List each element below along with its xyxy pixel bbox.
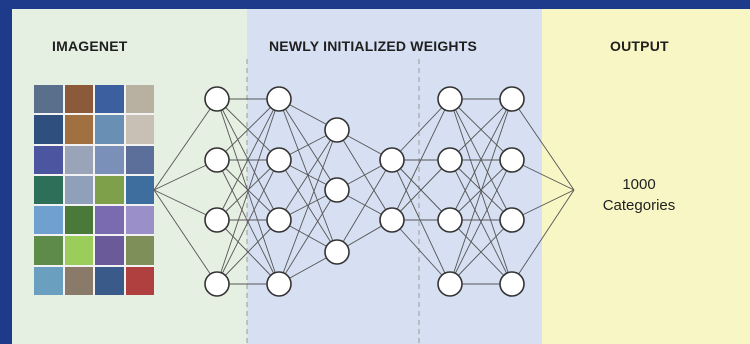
imagenet-thumbnail bbox=[95, 206, 124, 235]
network-edge bbox=[336, 159, 393, 253]
imagenet-thumbnail bbox=[125, 236, 154, 265]
neural-network-graph bbox=[153, 59, 575, 344]
network-node bbox=[499, 147, 525, 173]
imagenet-thumbnail bbox=[64, 85, 93, 114]
imagenet-thumbnail bbox=[64, 206, 93, 235]
imagenet-thumbnail bbox=[95, 175, 124, 205]
network-node bbox=[437, 207, 463, 233]
network-node bbox=[266, 271, 292, 297]
imagenet-thumbnail bbox=[95, 115, 124, 144]
imagenet-thumbnail bbox=[64, 175, 93, 205]
imagenet-thumbnail bbox=[125, 145, 154, 174]
imagenet-thumbnail-grid bbox=[34, 85, 154, 295]
output-edge bbox=[511, 98, 575, 191]
network-edge bbox=[391, 98, 451, 221]
network-edge bbox=[449, 159, 513, 285]
imagenet-thumbnail bbox=[64, 236, 93, 265]
input-edge bbox=[153, 98, 218, 191]
imagenet-thumbnail bbox=[34, 175, 63, 205]
network-edge bbox=[278, 189, 338, 285]
imagenet-thumbnail bbox=[34, 206, 63, 235]
output-categories-text: Categories bbox=[602, 197, 676, 214]
network-edge bbox=[391, 159, 451, 285]
network-edge bbox=[216, 98, 280, 221]
new-weights-title: NEWLY INITIALIZED WEIGHTS bbox=[269, 38, 478, 54]
network-edge bbox=[216, 159, 280, 285]
new-weights-section bbox=[247, 9, 542, 344]
network-node bbox=[266, 147, 292, 173]
imagenet-thumbnail bbox=[34, 85, 63, 114]
network-edge bbox=[391, 159, 451, 221]
imagenet-thumbnail bbox=[125, 115, 154, 144]
network-edge bbox=[216, 98, 280, 285]
network-edge bbox=[449, 98, 513, 161]
imagenet-thumbnail bbox=[95, 145, 124, 174]
imagenet-thumbnail bbox=[125, 175, 154, 205]
network-edge bbox=[216, 219, 280, 285]
imagenet-thumbnail bbox=[34, 145, 63, 174]
network-node bbox=[499, 271, 525, 297]
imagenet-thumbnail bbox=[64, 266, 93, 295]
network-edge bbox=[278, 129, 338, 285]
network-node bbox=[204, 147, 230, 173]
imagenet-thumbnail bbox=[125, 266, 154, 295]
network-node bbox=[204, 207, 230, 233]
output-categories-label: 1000 Categories bbox=[589, 174, 689, 216]
network-node bbox=[266, 86, 292, 112]
network-edge bbox=[391, 219, 451, 285]
network-edge bbox=[449, 98, 513, 221]
section-dividers bbox=[246, 59, 420, 344]
network-edges bbox=[153, 98, 575, 285]
network-edge bbox=[216, 159, 280, 221]
imagenet-thumbnail bbox=[64, 145, 93, 174]
output-count: 1000 bbox=[622, 176, 656, 193]
imagenet-thumbnail bbox=[34, 115, 63, 144]
network-nodes bbox=[204, 86, 525, 297]
output-title: OUTPUT bbox=[610, 38, 669, 54]
imagenet-thumbnail bbox=[95, 85, 124, 114]
imagenet-thumbnail bbox=[95, 266, 124, 295]
network-node bbox=[379, 147, 405, 173]
network-node bbox=[499, 207, 525, 233]
network-node bbox=[437, 271, 463, 297]
imagenet-title: IMAGENET bbox=[52, 38, 128, 54]
network-edge bbox=[449, 219, 513, 285]
output-section bbox=[542, 9, 750, 344]
imagenet-thumbnail bbox=[95, 236, 124, 265]
network-node bbox=[324, 117, 350, 143]
network-node bbox=[324, 177, 350, 203]
network-node bbox=[266, 207, 292, 233]
imagenet-thumbnail bbox=[34, 236, 63, 265]
imagenet-thumbnail bbox=[125, 206, 154, 235]
imagenet-thumbnail bbox=[34, 266, 63, 295]
imagenet-thumbnail bbox=[125, 85, 154, 114]
network-node bbox=[437, 147, 463, 173]
network-edge bbox=[449, 159, 513, 221]
network-edge bbox=[449, 98, 513, 285]
network-node bbox=[204, 271, 230, 297]
network-node bbox=[204, 86, 230, 112]
input-edge bbox=[153, 189, 218, 285]
network-node bbox=[324, 239, 350, 265]
network-edge bbox=[216, 98, 280, 161]
imagenet-thumbnail bbox=[64, 115, 93, 144]
network-edge bbox=[391, 98, 451, 161]
network-node bbox=[437, 86, 463, 112]
output-edge bbox=[511, 189, 575, 285]
network-node bbox=[499, 86, 525, 112]
network-edge bbox=[278, 129, 338, 221]
network-node bbox=[379, 207, 405, 233]
diagram-panel: IMAGENET NEWLY INITIALIZED WEIGHTS OUTPU… bbox=[12, 9, 750, 344]
